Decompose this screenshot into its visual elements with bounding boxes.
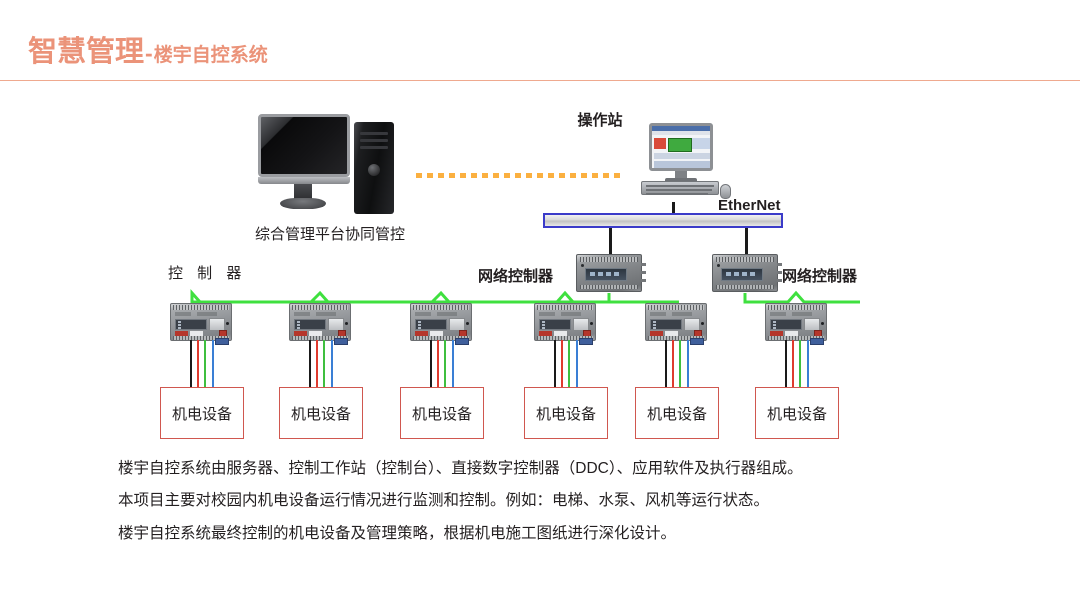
network-controller-2 xyxy=(712,254,782,292)
network-controller-1-label: 网络控制器 xyxy=(478,268,554,285)
dotted-link-line xyxy=(416,173,622,178)
ddc-controller-3 xyxy=(410,303,472,345)
keyboard-icon xyxy=(641,181,719,195)
wire-blue xyxy=(576,340,578,387)
ddc-controller-5 xyxy=(645,303,707,345)
wire-black xyxy=(554,340,556,387)
wire-red xyxy=(672,340,674,387)
description-line-3: 楼宇自控系统最终控制的机电设备及管理策略，根据机电施工图纸进行深化设计。 xyxy=(118,524,677,542)
header-divider xyxy=(0,80,1080,81)
equipment-box-2: 机电设备 xyxy=(279,387,363,439)
power-button-icon xyxy=(368,164,380,176)
network-controller-2-label: 网络控制器 xyxy=(782,268,858,285)
page-title-main: 智慧管理 xyxy=(28,36,145,68)
network-controller-2-drop-line xyxy=(745,228,748,254)
wire-green xyxy=(568,340,570,387)
wire-red xyxy=(561,340,563,387)
wire-blue xyxy=(452,340,454,387)
page-title: 智慧管理-楼宇自控系统 xyxy=(28,38,268,67)
wire-blue xyxy=(212,340,214,387)
description-line-1: 楼宇自控系统由服务器、控制工作站（控制台）、直接数字控制器（DDC）、应用软件及… xyxy=(118,460,803,477)
wire-green xyxy=(204,340,206,387)
equipment-box-6: 机电设备 xyxy=(755,387,839,439)
ethernet-label: EtherNet xyxy=(718,197,781,214)
wire-green xyxy=(679,340,681,387)
ddc-controller-2 xyxy=(289,303,351,345)
monitor-screen xyxy=(258,114,350,177)
description-text-block: 楼宇自控系统由服务器、控制工作站（控制台）、直接数字控制器（DDC）、应用软件及… xyxy=(118,458,1018,555)
operator-station-label: 操作站 xyxy=(577,112,623,129)
monitor-stand-base xyxy=(280,198,326,209)
equipment-box-4: 机电设备 xyxy=(524,387,608,439)
wire-red xyxy=(792,340,794,387)
workstation-base xyxy=(665,178,697,183)
wire-green xyxy=(799,340,801,387)
wire-blue xyxy=(807,340,809,387)
wire-black xyxy=(430,340,432,387)
wire-blue xyxy=(331,340,333,387)
ddc-controller-1 xyxy=(170,303,232,345)
system-architecture-diagram: 综合管理平台协同管控 操作站 EtherNet 网络控制器 xyxy=(0,82,1080,462)
mouse-icon xyxy=(720,184,731,199)
network-controller-1 xyxy=(576,254,646,292)
page-title-sub: 楼宇自控系统 xyxy=(153,45,268,66)
equipment-box-3: 机电设备 xyxy=(400,387,484,439)
wire-red xyxy=(316,340,318,387)
equipment-box-5: 机电设备 xyxy=(635,387,719,439)
computer-tower-icon xyxy=(354,122,394,214)
wire-green xyxy=(323,340,325,387)
page-title-dash: - xyxy=(145,40,153,66)
network-controller-1-drop-line xyxy=(609,228,612,254)
equipment-box-1: 机电设备 xyxy=(160,387,244,439)
description-line-2: 本项目主要对校园内机电设备运行情况进行监测和控制。例如：电梯、水泵、风机等运行状… xyxy=(118,492,770,510)
management-platform-computer-icon xyxy=(258,114,398,214)
wire-black xyxy=(785,340,787,387)
ethernet-backbone-bus xyxy=(543,213,783,228)
wire-black xyxy=(665,340,667,387)
wire-green xyxy=(444,340,446,387)
workstation-screen xyxy=(649,123,713,171)
workstation-stand xyxy=(675,171,687,178)
operator-station-drop-line xyxy=(672,202,675,215)
wire-red xyxy=(197,340,199,387)
operator-station-workstation-icon xyxy=(641,123,731,203)
wire-black xyxy=(309,340,311,387)
management-platform-label: 综合管理平台协同管控 xyxy=(254,226,405,243)
monitor-stand-neck xyxy=(294,184,312,200)
ddc-controller-6 xyxy=(765,303,827,345)
page-header: 智慧管理-楼宇自控系统 xyxy=(0,0,1080,82)
ddc-controller-4 xyxy=(534,303,596,345)
controller-bank-label: 控 制 器 xyxy=(168,265,247,282)
monitor-bezel xyxy=(258,177,350,184)
wire-blue xyxy=(687,340,689,387)
wire-black xyxy=(190,340,192,387)
wire-red xyxy=(437,340,439,387)
